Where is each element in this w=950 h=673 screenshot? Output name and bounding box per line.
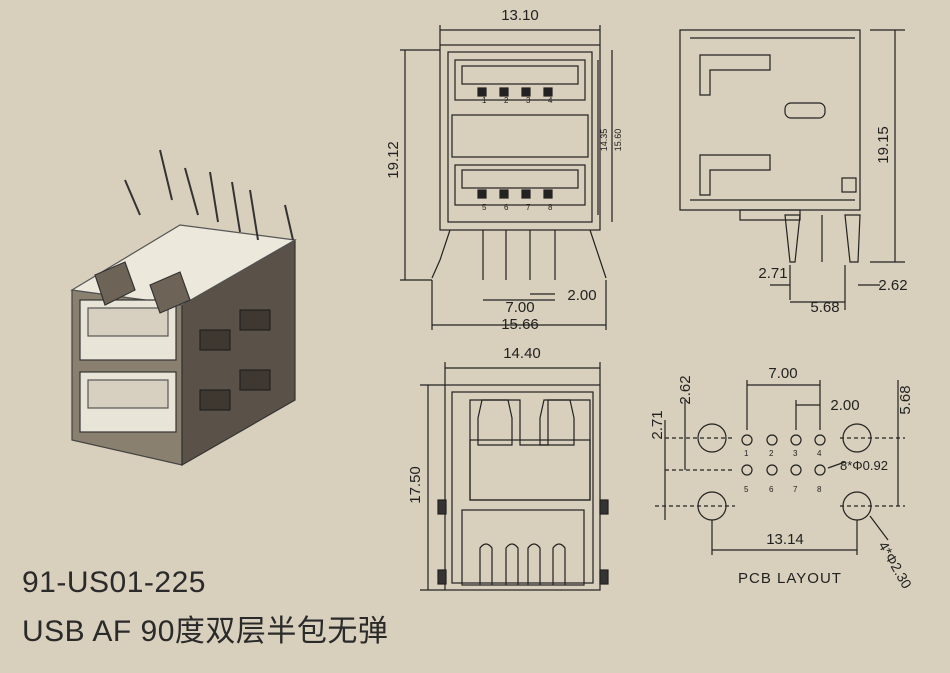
pcb-right-label: 5.68: [897, 385, 914, 414]
pcb-pin-5: 5: [744, 485, 749, 494]
side-offset-right-label: 2.62: [878, 277, 907, 294]
front-pin-3: 3: [526, 96, 531, 105]
front-overall-width-label: 15.66: [501, 316, 539, 333]
front-pin-4: 4: [548, 96, 553, 105]
pcb-small-hole-label: 8*Φ0.92: [840, 458, 888, 473]
pcb-pin-8: 8: [817, 485, 822, 494]
pcb-pin-2: 2: [769, 449, 774, 458]
front-pin-7: 7: [526, 203, 531, 212]
front-pin-5: 5: [482, 203, 487, 212]
side-view: [679, 29, 905, 310]
pcb-pin-4: 4: [817, 449, 822, 458]
front-pin-6: 6: [504, 203, 509, 212]
front-inner-height-2: 15.60: [613, 129, 623, 152]
rear-height-label: 17.50: [407, 466, 424, 504]
front-pin-8: 8: [548, 203, 553, 212]
front-inner-height-1: 14.35: [599, 129, 609, 152]
rear-view: [420, 362, 609, 591]
side-height-label: 19.15: [875, 126, 892, 164]
rear-width-label: 14.40: [503, 345, 541, 362]
pcb-layout: [655, 380, 905, 555]
pcb-top-left-label: 2.62: [677, 375, 694, 404]
front-pin-spacing-label: 2.00: [567, 287, 596, 304]
front-pin-1: 1: [482, 96, 487, 105]
side-pin-span-label: 5.68: [810, 299, 839, 316]
front-height-label: 19.12: [385, 141, 402, 179]
front-pitch-label: 7.00: [505, 299, 534, 316]
part-description-title: USB AF 90度双层半包无弹: [22, 615, 389, 648]
pcb-large-hole-label: 4*Φ2.30: [875, 539, 915, 592]
pcb-pin-6: 6: [769, 485, 774, 494]
pcb-layout-label: PCB LAYOUT: [738, 570, 842, 587]
side-offset-left-label: 2.71: [758, 265, 787, 282]
pcb-left-label: 2.71: [649, 410, 666, 439]
front-width-label: 13.10: [501, 7, 539, 24]
pcb-pin-3: 3: [793, 449, 798, 458]
pcb-pin-numbers: 1 2 3 4 5 6 7 8: [744, 449, 822, 494]
front-view: [400, 25, 613, 330]
pcb-pin-7: 7: [793, 485, 798, 494]
pcb-pitch-label: 7.00: [768, 365, 797, 382]
pcb-pin-1: 1: [744, 449, 749, 458]
front-pin-numbers: 1 2 3 4 5 6 7 8: [482, 96, 553, 212]
pcb-pin-label: 2.00: [830, 397, 859, 414]
front-pin-2: 2: [504, 96, 509, 105]
connector-photo: [70, 149, 297, 467]
pcb-width-label: 13.14: [766, 531, 804, 548]
part-number-title: 91-US01-225: [22, 566, 206, 599]
